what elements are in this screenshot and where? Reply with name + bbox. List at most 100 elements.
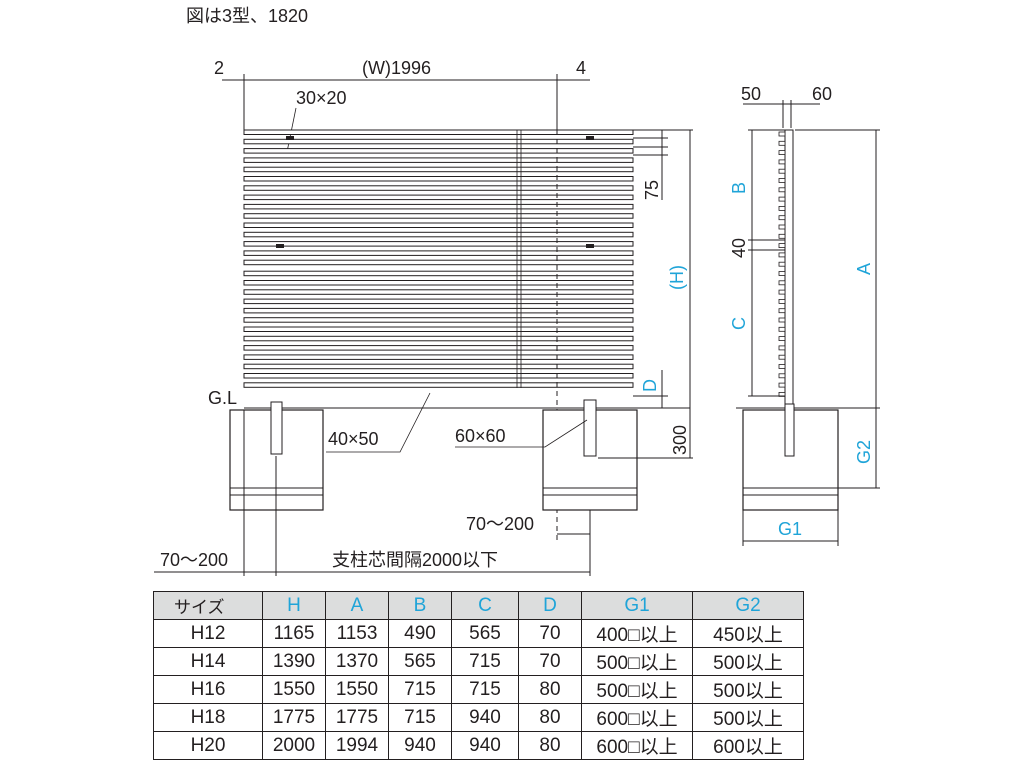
table-cell: 70 (518, 619, 582, 648)
side-slat-tick (778, 382, 786, 388)
dim-height: (H) (667, 265, 687, 290)
table-cell: 1165 (262, 619, 326, 648)
slat (243, 176, 634, 182)
table-cell: 1775 (262, 703, 326, 732)
table-cell: 80 (518, 703, 582, 732)
dim-edge-left: 70～200 (160, 550, 228, 570)
header-c: C (451, 591, 519, 620)
side-slat-tick (778, 187, 786, 193)
table-cell: 715 (388, 703, 452, 732)
slat (243, 213, 634, 219)
table-cell: 1550 (325, 675, 389, 704)
dim-post-large: 60×60 (455, 426, 506, 446)
table-cell: 490 (388, 619, 452, 648)
table-cell: 1153 (325, 619, 389, 648)
table-cell: 500以上 (692, 647, 804, 676)
slat (243, 231, 634, 238)
gravel-hatch-line (845, 496, 859, 510)
slat (243, 185, 634, 191)
header-a: A (325, 591, 389, 620)
table-cell: 70 (518, 647, 582, 676)
gravel-hatch-line (324, 496, 338, 510)
side-slat-tick (778, 233, 786, 239)
slat (243, 289, 634, 295)
side-label-g1: G1 (778, 519, 802, 539)
side-slat-tick (778, 280, 786, 286)
side-slat-tick (778, 243, 786, 249)
table-cell: 600□以上 (581, 703, 693, 732)
table-cell: 1390 (262, 647, 326, 676)
table-cell: 1550 (262, 675, 326, 704)
dim-gap-d: D (640, 379, 660, 392)
slat (243, 270, 634, 277)
header-size: サイズ (153, 591, 263, 620)
slat (243, 317, 634, 323)
table-cell: 565 (451, 619, 519, 648)
table-cell: H20 (153, 731, 263, 760)
side-slat-tick (778, 345, 786, 351)
side-slat-tick (778, 168, 786, 174)
gravel-hatch-line (636, 509, 637, 510)
slat (243, 382, 634, 388)
side-label-a: A (854, 263, 874, 275)
side-slat-tick (778, 150, 786, 156)
slat (243, 259, 634, 266)
slat (243, 148, 634, 154)
side-slat-tick (778, 215, 786, 221)
table-cell: 1994 (325, 731, 389, 760)
side-slat-tick (778, 196, 786, 202)
side-elevation: 50 60 B 40 C A G2 G1 (729, 84, 880, 546)
table-cell: 600□以上 (581, 731, 693, 760)
side-slat-tick (778, 178, 786, 183)
header-h: H (262, 591, 326, 620)
table-cell: 80 (518, 675, 582, 704)
dim-edge-right: 70～200 (466, 514, 534, 534)
slat (243, 373, 634, 379)
side-slat-tick (778, 252, 786, 258)
table-cell: 80 (518, 731, 582, 760)
slat (243, 157, 634, 163)
side-slat-tick (778, 298, 786, 304)
gravel-hatch-line (836, 508, 838, 510)
drawing-caption: 図は3型、1820 (186, 6, 308, 26)
slat (243, 345, 634, 351)
table-cell: 500以上 (692, 703, 804, 732)
header-g2: G2 (692, 591, 804, 620)
side-slat-tick (778, 336, 786, 342)
slat (243, 363, 634, 370)
hatch-line (230, 410, 231, 411)
table-cell: 715 (388, 675, 452, 704)
slat-bracket (286, 136, 294, 140)
slat (243, 326, 634, 332)
side-slat-tick (778, 159, 786, 165)
side-slat-tick (778, 373, 786, 379)
side-dim-40: 40 (729, 238, 749, 258)
side-label-g2: G2 (854, 440, 874, 464)
dim-width: (W)1996 (362, 58, 431, 78)
table-cell: 565 (388, 647, 452, 676)
slat (243, 203, 634, 210)
side-slat-tick (778, 364, 786, 369)
side-slat-tick (778, 140, 786, 146)
slat (243, 138, 634, 145)
table-cell: 940 (451, 731, 519, 760)
dim-offset-right: 4 (576, 58, 586, 78)
side-slat-tick (778, 326, 786, 332)
slat (243, 194, 634, 201)
table-cell: 400□以上 (581, 619, 693, 648)
slat (243, 354, 634, 360)
gravel-hatch-line (332, 496, 346, 510)
dim-pitch: 75 (642, 180, 662, 200)
table-cell: 500以上 (692, 675, 804, 704)
dim-slat-size: 30×20 (296, 88, 347, 108)
side-label-c: C (729, 317, 749, 330)
table-cell: H14 (153, 647, 263, 676)
dim-offset-left: 2 (214, 58, 224, 78)
table-header-row: サイズ H A B C D G1 G2 (153, 591, 804, 620)
